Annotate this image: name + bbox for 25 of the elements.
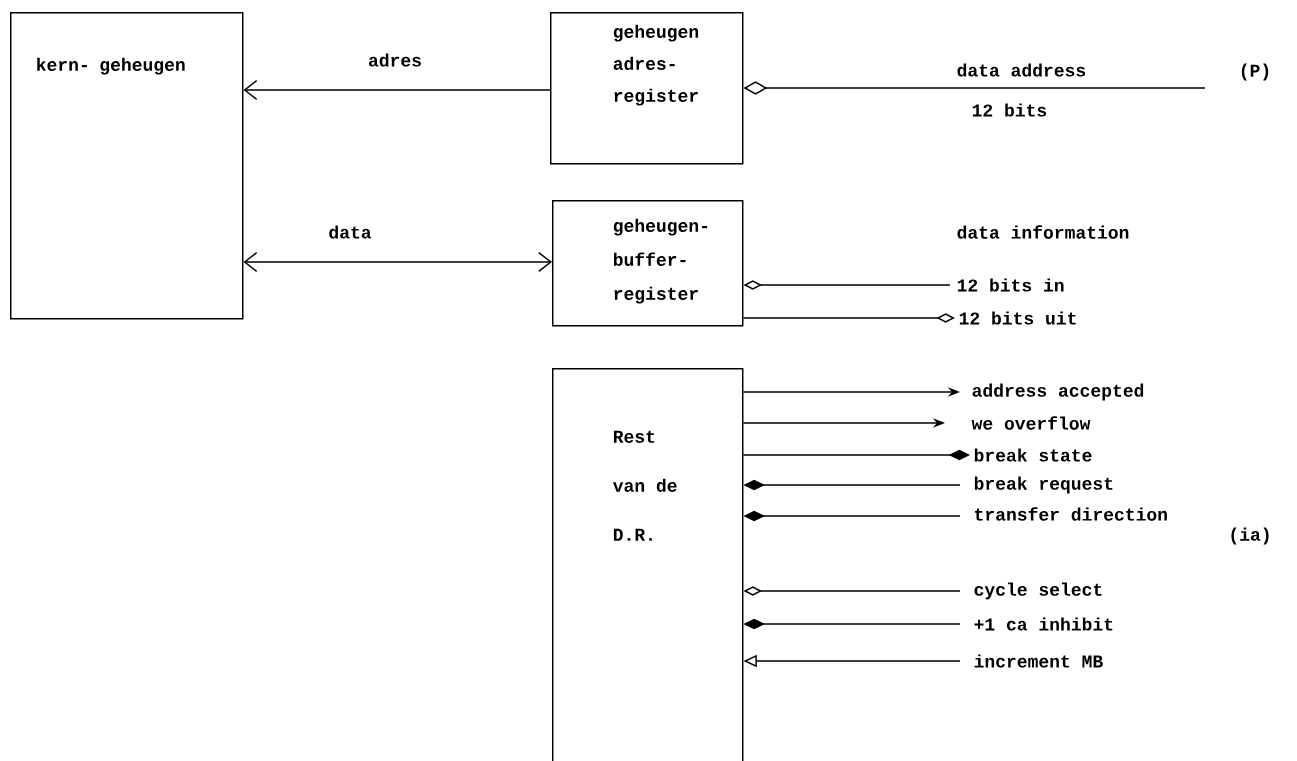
arrow xyxy=(243,251,552,273)
signal-label: transfer direction xyxy=(972,505,1170,523)
signal-label: increment MB xyxy=(972,653,1105,669)
arrow xyxy=(243,79,551,101)
signal-label: address accepted xyxy=(970,382,1146,402)
block-box: Rest van de D.R. xyxy=(552,368,744,761)
block-box: geheugen adres- register xyxy=(550,12,744,165)
signal-label: break request xyxy=(972,475,1116,495)
signal-label: data address xyxy=(955,62,1088,78)
signal-note: (ia) xyxy=(1231,527,1269,545)
bus-label: data information xyxy=(957,225,1129,239)
signal-label: we overflow xyxy=(970,414,1092,432)
signal-label: cycle select xyxy=(972,581,1105,601)
signal-label: 12 bits uit xyxy=(957,310,1079,326)
edge-label: adres xyxy=(366,52,424,68)
block-box: kern- geheugen xyxy=(10,12,244,320)
block-box: geheugen- buffer- register xyxy=(552,200,744,327)
signal-label: break state xyxy=(972,447,1094,463)
edge-label: data xyxy=(327,224,373,240)
bit-count-label: 12 bits xyxy=(972,103,1047,117)
signal-label: 12 bits in xyxy=(955,277,1066,293)
signal-line xyxy=(742,313,955,323)
signal-line xyxy=(742,449,970,461)
port-label: (P) xyxy=(1241,63,1269,81)
signal-label: +1 ca inhibit xyxy=(972,616,1116,632)
